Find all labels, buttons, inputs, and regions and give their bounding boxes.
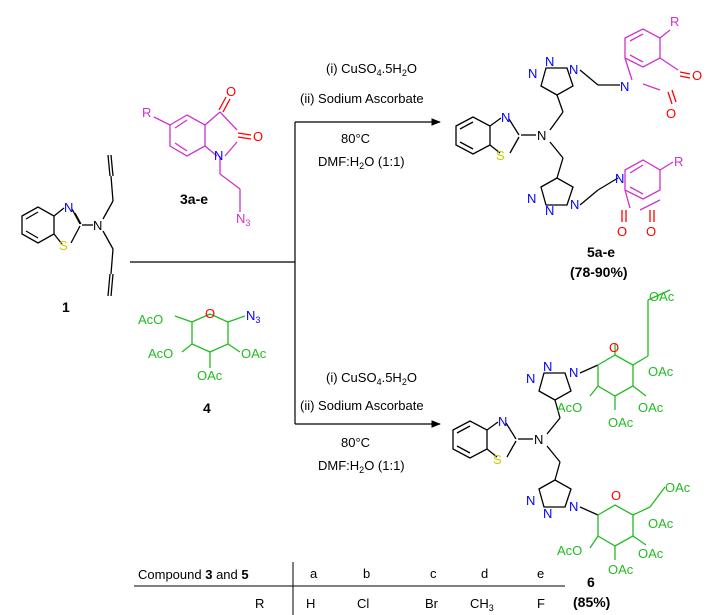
table-col-e: e [537,566,544,581]
atom-n: N [527,191,536,206]
group-oac: OAc [638,400,664,415]
atom-n: N [501,110,510,125]
atom-n: N [534,432,543,447]
compound-label-1: 1 [62,299,70,315]
group-aco: AcO [138,312,163,327]
group-oac: OAc [649,289,675,304]
compound-4 [174,313,246,368]
product-6-core [452,364,599,516]
atom-n: N [214,148,223,163]
table-col-c: c [430,566,437,581]
atom-n: N [620,79,629,94]
reagent-bottom-solvent: DMF:H2O (1:1) [318,458,405,475]
atom-o: O [666,106,676,121]
table-val-a: H [306,596,315,611]
azide-group: N3 [236,211,250,228]
compound-label-4: 4 [203,400,211,416]
reagent-top-line2: (ii) Sodium Ascorbate [300,91,424,106]
atom-o: O [253,129,263,144]
azide-group: N3 [246,308,260,325]
atom-s: S [496,148,505,163]
substituent-table: Compound 3 and 5 R a b c d e H Cl Br CH3… [134,562,565,615]
atom-s: S [493,452,502,467]
product-5-isatins [624,28,679,211]
compound-label-3: 3a-e [180,191,208,207]
table-val-e: F [537,596,545,611]
product-5-core [455,67,620,206]
reagent-bottom-temp: 80°C [341,435,370,450]
atom-n: N [543,506,552,521]
table-val-c: Br [425,596,439,611]
group-oac: OAc [638,546,664,561]
reagent-bottom-line1: (i) CuSO4.5H2O [326,370,417,387]
table-col-a: a [310,566,318,581]
product-6-atoms: N S N N N N N N N O O OAc OAc OAc OAc Ac… [493,289,691,577]
product-5-atoms: N S N N N N N N N N N R R O O O O [496,14,702,239]
atom-n: N [569,499,578,514]
reagent-top-solvent: DMF:H2O (1:1) [318,154,405,171]
table-val-b: Cl [357,596,369,611]
reaction-arrows [130,118,441,428]
table-header-label: Compound 3 and 5 [138,567,249,582]
group-oac: OAc [665,480,691,495]
atom-n: N [615,171,624,186]
reagent-bottom-line2: (ii) Sodium Ascorbate [300,398,424,413]
table-val-d: CH3 [470,596,494,613]
atom-r: R [142,105,151,120]
group-aco: AcO [148,346,173,361]
compound-label-5: 5a-e [587,244,615,260]
atom-r: R [670,14,679,29]
group-oac: OAc [241,346,267,361]
compound-yield-5: (78-90%) [570,264,628,280]
group-oac: OAc [608,562,634,577]
atom-n: N [545,54,554,69]
compound-4-atoms: O AcO N3 AcO OAc OAc [138,306,267,383]
table-col-d: d [481,566,488,581]
group-oac: OAc [197,368,223,383]
atom-o: O [226,84,236,99]
atom-n: N [526,493,535,508]
group-oac: OAc [648,516,674,531]
reagents-bottom: (i) CuSO4.5H2O (ii) Sodium Ascorbate 80°… [300,370,424,475]
atom-o: O [611,488,621,503]
atom-n: N [537,128,546,143]
reagents-top: (i) CuSO4.5H2O (ii) Sodium Ascorbate 80°… [300,61,424,171]
atom-n: N [528,66,537,81]
atom-n: N [543,359,552,374]
compound-3 [153,111,241,212]
group-aco: AcO [557,543,582,558]
table-row-label: R [255,596,264,611]
table-col-b: b [363,566,370,581]
atom-o: O [692,68,702,83]
group-oac: OAc [648,364,674,379]
atom-o: O [609,340,619,355]
atom-n: N [93,218,102,233]
compound-1 [21,154,114,297]
compound-3-atoms: O O R N N3 [142,84,263,228]
atom-o: O [617,224,627,239]
reagent-top-line1: (i) CuSO4.5H2O [326,61,417,78]
atom-n: N [570,197,579,212]
compound-1-atoms: N S N [59,200,102,253]
group-oac: OAc [608,415,634,430]
atom-n: N [545,203,554,218]
atom-s: S [59,238,68,253]
atom-n: N [498,414,507,429]
product-6-sugars [589,289,671,560]
compound-yield-6: (85%) [573,594,610,610]
atom-n: N [526,371,535,386]
reagent-top-temp: 80°C [341,131,370,146]
compound-3-carbonyls [218,96,252,140]
compound-label-6: 6 [587,574,595,590]
product-5-carbonyls [621,71,691,222]
atom-n: N [64,200,73,215]
atom-r: R [674,154,683,169]
atom-n: N [569,365,578,380]
atom-o: O [646,224,656,239]
group-aco: AcO [557,400,582,415]
atom-n: N [569,62,578,77]
atom-o: O [205,306,215,321]
